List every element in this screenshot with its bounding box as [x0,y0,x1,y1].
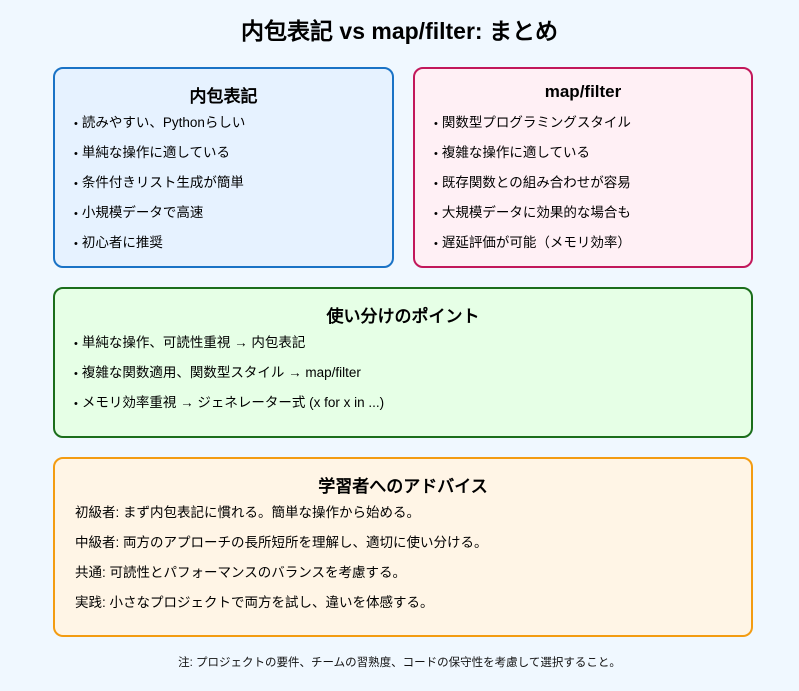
list-item: 中級者: 両方のアプローチの長所短所を理解し、適切に使い分ける。 [75,535,488,550]
list-item: 初心者に推奨 [74,234,245,264]
list-item: 小規模データで高速 [74,204,245,234]
map-filter-list: 関数型プログラミングスタイル 複雑な操作に適している 既存関数との組み合わせが容… [434,114,631,264]
list-item: 大規模データに効果的な場合も [434,204,631,234]
list-item: 複雑な関数適用、関数型スタイル → map/filter [74,364,384,394]
list-item: 関数型プログラミングスタイル [434,114,631,144]
footer-note: 注: プロジェクトの要件、チームの習熟度、コードの保守性を考慮して選択すること。 [178,657,621,669]
comprehension-card: 内包表記 読みやすい、Pythonらしい 単純な操作に適している 条件付きリスト… [53,67,394,268]
page-title: 内包表記 vs map/filter: まとめ [241,18,558,44]
advice-list: 初級者: まず内包表記に慣れる。簡単な操作から始める。 中級者: 両方のアプロー… [75,504,488,624]
list-item: 実践: 小さなプロジェクトで両方を試し、違いを体感する。 [75,595,434,610]
comprehension-heading: 内包表記 [189,87,258,106]
list-item: 読みやすい、Pythonらしい [74,114,246,144]
list-item: 遅延評価が可能（メモリ効率） [434,234,631,264]
list-item: 初級者: まず内包表記に慣れる。簡単な操作から始める。 [75,505,421,520]
advice-card: 学習者へのアドバイス 初級者: まず内包表記に慣れる。簡単な操作から始める。 中… [53,457,753,637]
usage-points-heading: 使い分けのポイント [326,307,480,326]
comprehension-list: 読みやすい、Pythonらしい 単純な操作に適している 条件付きリスト生成が簡単… [74,114,246,264]
list-item: 単純な操作、可読性重視 → 内包表記 [74,334,384,364]
usage-points-list: 単純な操作、可読性重視 → 内包表記 複雑な関数適用、関数型スタイル → map… [74,334,384,424]
list-item: 共通: 可読性とパフォーマンスのバランスを考慮する。 [75,565,406,580]
list-item: 条件付きリスト生成が簡単 [74,174,245,204]
usage-points-card: 使い分けのポイント 単純な操作、可読性重視 → 内包表記 複雑な関数適用、関数型… [53,287,753,438]
list-item: 単純な操作に適している [74,144,245,174]
map-filter-card: map/filter 関数型プログラミングスタイル 複雑な操作に適している 既存… [413,67,753,268]
advice-heading: 学習者へのアドバイス [318,477,488,496]
list-item: 既存関数との組み合わせが容易 [434,174,631,204]
list-item: メモリ効率重視 → ジェネレーター式 (x for x in ...) [74,394,384,424]
list-item: 複雑な操作に適している [434,144,631,174]
map-filter-heading: map/filter [544,82,622,101]
